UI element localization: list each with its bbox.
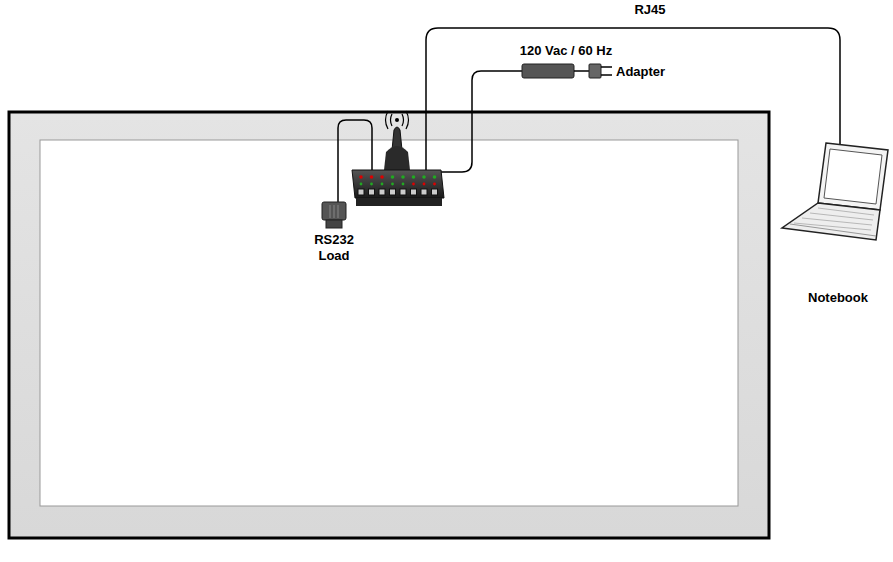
- chamber-interior: [40, 140, 738, 506]
- rs232-connector: [322, 202, 346, 220]
- cable-label: RJ45: [634, 2, 665, 18]
- adapter-plug: [589, 64, 601, 78]
- chamber-frame: [9, 112, 769, 538]
- adapter-label: Adapter: [616, 64, 665, 80]
- rj45-cable: [426, 28, 840, 172]
- notebook-label: Notebook: [808, 290, 868, 306]
- notebook-icon: [782, 143, 888, 240]
- load-label: RS232 Load: [304, 232, 364, 264]
- router: [352, 170, 444, 198]
- adapter-box: [522, 64, 574, 78]
- power-cable: [438, 71, 522, 172]
- power-rating: 120 Vac / 60 Hz: [520, 43, 613, 59]
